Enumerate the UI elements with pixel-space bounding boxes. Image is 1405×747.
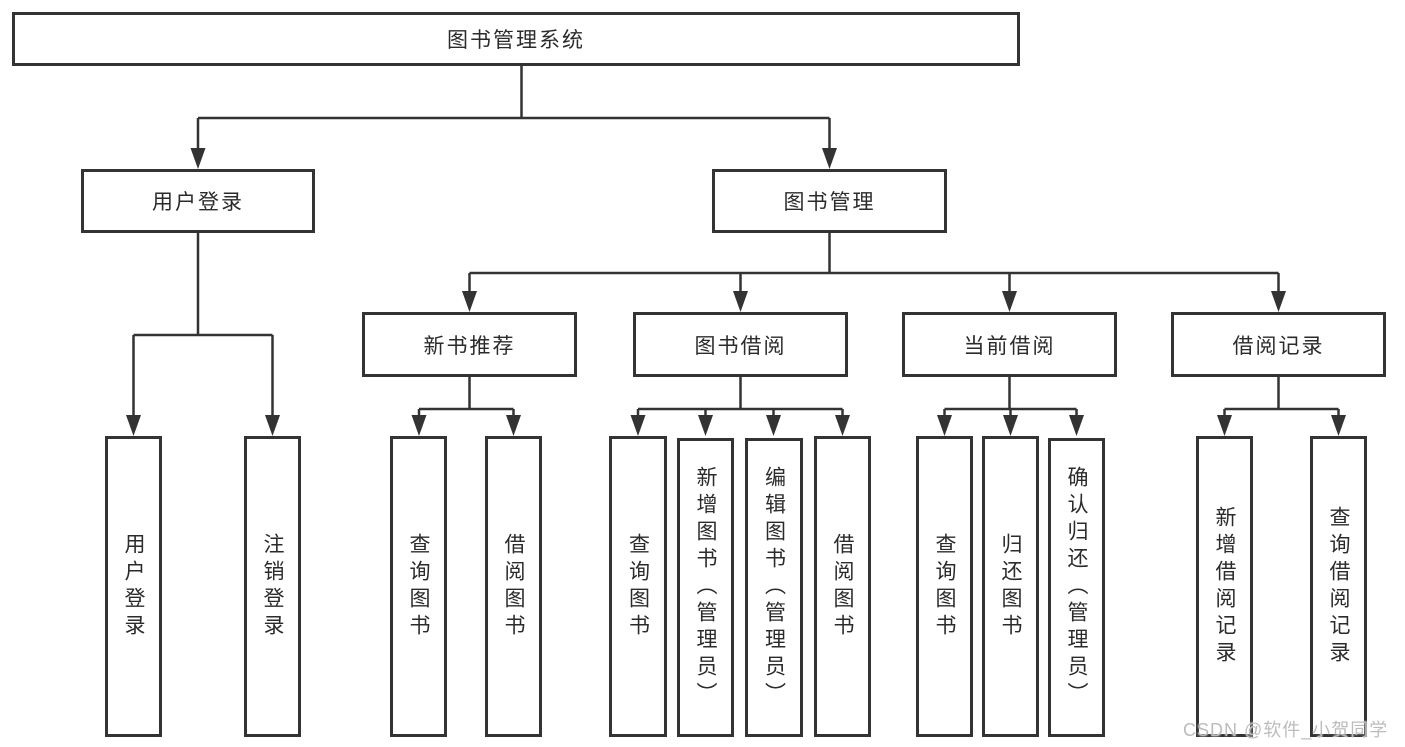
- node-library-management-system: 图书管理系统: [12, 12, 1020, 66]
- leaf-edit-books-admin: 编辑图书（管理员）: [745, 438, 803, 737]
- leaf-query-books-1: 查询图书: [390, 436, 447, 737]
- leaf-query-books-3: 查询图书: [916, 436, 973, 737]
- leaf-add-borrow-record: 新增借阅记录: [1196, 436, 1253, 737]
- arrowhead-icons: [126, 148, 1346, 436]
- node-current-borrow: 当前借阅: [902, 312, 1117, 377]
- leaf-borrow-books-2: 借阅图书: [814, 436, 871, 737]
- leaf-logout: 注销登录: [244, 436, 301, 737]
- node-new-book-recommend: 新书推荐: [362, 312, 577, 377]
- leaf-borrow-books-1: 借阅图书: [485, 436, 542, 737]
- leaf-add-books-admin: 新增图书（管理员）: [677, 438, 734, 737]
- node-user-login: 用户登录: [81, 169, 315, 233]
- leaf-return-books: 归还图书: [982, 436, 1039, 737]
- node-book-management: 图书管理: [712, 169, 947, 233]
- leaf-user-login: 用户登录: [105, 436, 162, 737]
- node-borrow-records: 借阅记录: [1171, 312, 1386, 377]
- node-book-borrow: 图书借阅: [633, 312, 848, 377]
- leaf-query-borrow-record: 查询借阅记录: [1310, 436, 1367, 737]
- csdn-watermark: CSDN @软件_小贺同学: [1183, 720, 1389, 740]
- leaf-query-books-2: 查询图书: [609, 436, 667, 737]
- leaf-confirm-return-admin: 确认归还（管理员）: [1048, 438, 1105, 737]
